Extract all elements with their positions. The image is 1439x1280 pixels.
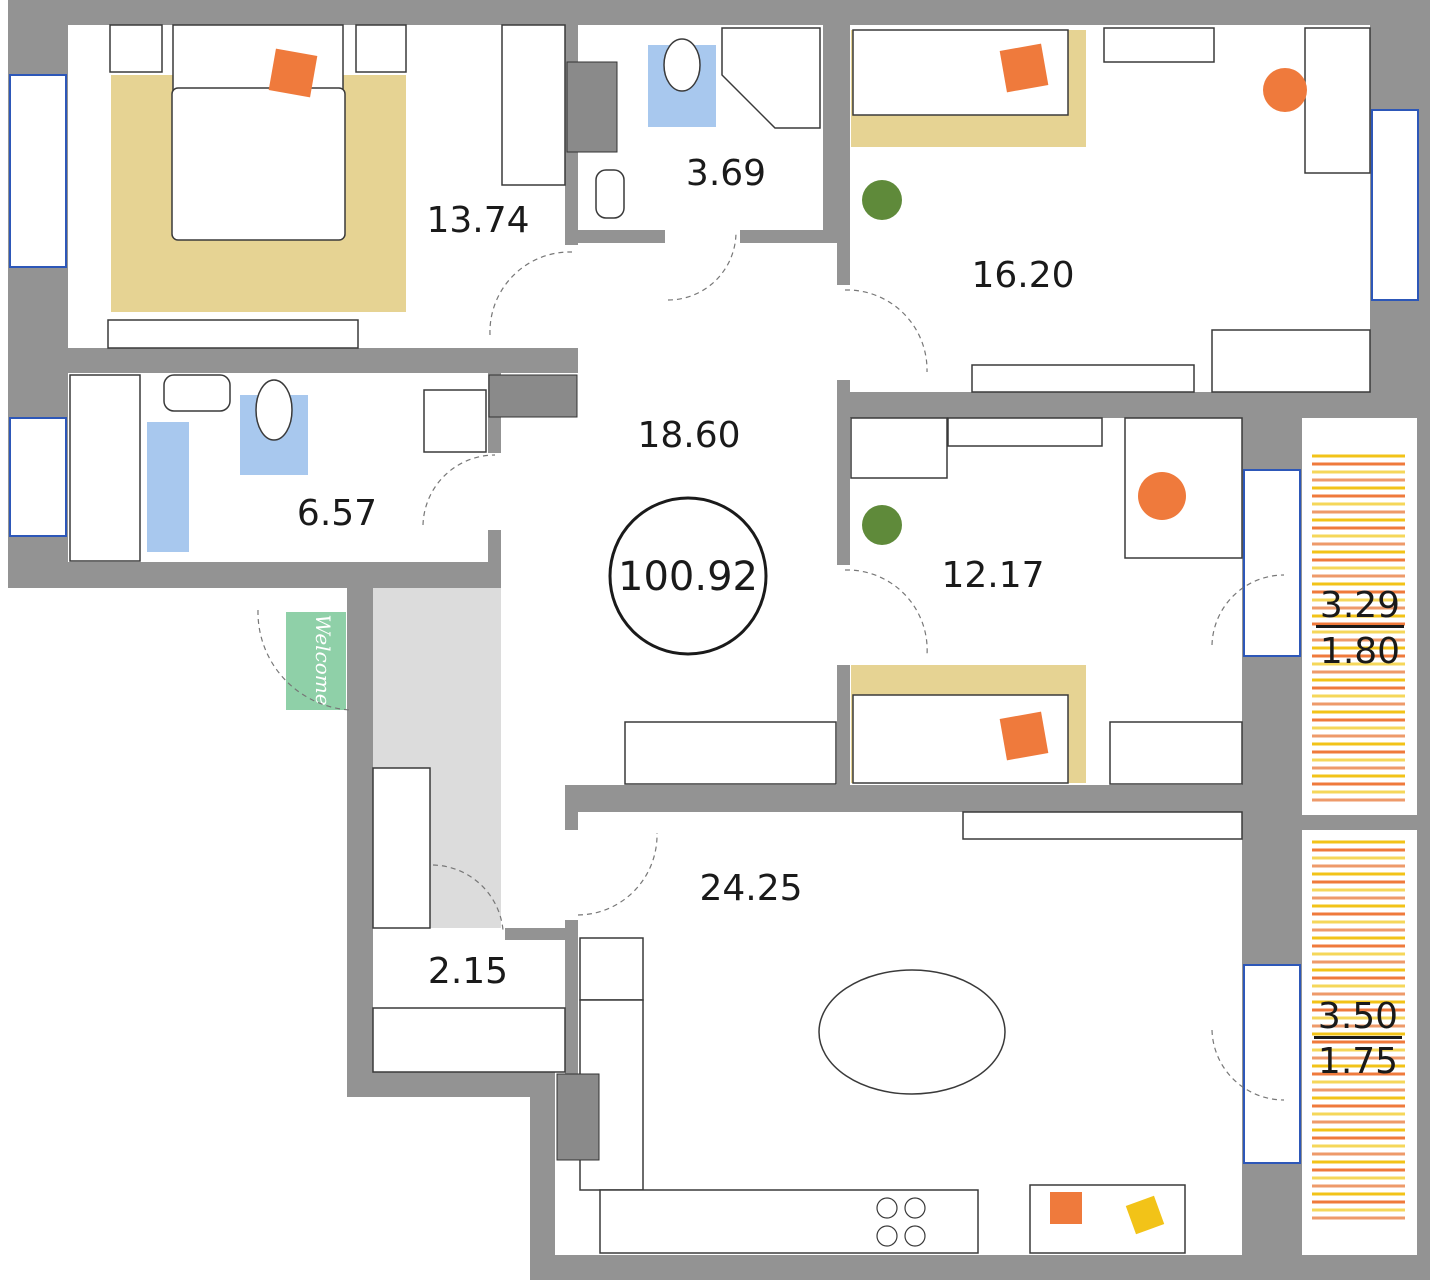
window bbox=[1243, 469, 1301, 657]
sink-icon bbox=[595, 169, 625, 219]
balcony-lower-reduced-area: 1.75 bbox=[1318, 1041, 1398, 1082]
shoe-rack bbox=[372, 767, 431, 929]
pillow-icon bbox=[1050, 1192, 1082, 1224]
window bbox=[9, 417, 67, 537]
area-label-hallway: 18.60 bbox=[637, 415, 740, 456]
balcony-upper-reduced-area: 1.80 bbox=[1320, 631, 1400, 672]
entrance-door-swing[interactable] bbox=[257, 609, 351, 711]
bathtub-icon bbox=[69, 374, 141, 562]
balcony-door-swing[interactable] bbox=[1211, 574, 1285, 646]
pillow-icon bbox=[268, 48, 318, 98]
area-label-living-kitchen: 24.25 bbox=[699, 868, 802, 909]
welcome-mat bbox=[286, 612, 346, 710]
washing-machine bbox=[566, 61, 618, 153]
kitchen-counter bbox=[599, 1189, 979, 1254]
bed bbox=[171, 87, 346, 241]
stove-burner-icon bbox=[876, 1225, 898, 1247]
bath-mat bbox=[147, 422, 189, 552]
chair-icon bbox=[1263, 68, 1307, 112]
area-label-bedroom-main: 13.74 bbox=[426, 200, 529, 241]
pillow-icon bbox=[999, 711, 1049, 761]
wardrobe bbox=[372, 1007, 566, 1073]
wardrobe bbox=[1211, 329, 1371, 393]
toilet-icon bbox=[663, 38, 701, 92]
water-heater bbox=[423, 389, 487, 453]
door-swing[interactable] bbox=[844, 289, 928, 373]
dining-table bbox=[818, 969, 1006, 1095]
tv-stand bbox=[107, 319, 359, 349]
toilet-icon bbox=[255, 379, 293, 441]
window bbox=[1243, 964, 1301, 1164]
nightstand bbox=[109, 24, 163, 73]
wardrobe bbox=[624, 721, 837, 785]
area-label-bathroom-main: 6.57 bbox=[297, 493, 377, 534]
welcome-mat-text: Welcome bbox=[311, 614, 335, 705]
dishwasher bbox=[556, 1073, 600, 1161]
total-area-badge bbox=[608, 496, 768, 656]
door-swing[interactable] bbox=[422, 454, 496, 526]
balcony-door-swing[interactable] bbox=[1211, 1029, 1285, 1101]
door-swing[interactable] bbox=[432, 864, 504, 931]
nightstand bbox=[355, 24, 407, 73]
area-label-bedroom-right: 16.20 bbox=[971, 255, 1074, 296]
door-swing[interactable] bbox=[667, 231, 737, 301]
total-area: 100.92 bbox=[618, 554, 758, 600]
balcony-upper-area: 3.29 bbox=[1320, 585, 1400, 626]
radiator bbox=[850, 417, 948, 479]
wardrobe bbox=[1109, 721, 1243, 785]
pillow-icon bbox=[999, 43, 1049, 93]
sink-icon bbox=[163, 374, 231, 412]
radiator bbox=[1103, 27, 1215, 63]
door-swing[interactable] bbox=[844, 569, 928, 656]
fridge bbox=[579, 937, 644, 1001]
plant-icon bbox=[862, 180, 902, 220]
area-label-closet: 2.15 bbox=[428, 951, 508, 992]
door-swing[interactable] bbox=[489, 251, 573, 336]
tv-stand bbox=[947, 417, 1103, 447]
door-swing[interactable] bbox=[577, 832, 658, 916]
washing-machine bbox=[488, 374, 578, 418]
tv-stand bbox=[971, 364, 1195, 393]
area-label-bathroom-small: 3.69 bbox=[686, 153, 766, 194]
stove-burner-icon bbox=[876, 1197, 898, 1219]
stove-burner-icon bbox=[904, 1197, 926, 1219]
walls bbox=[8, 0, 1430, 1280]
window bbox=[9, 74, 67, 268]
stove-burner-icon bbox=[904, 1225, 926, 1247]
wardrobe bbox=[501, 24, 566, 186]
balcony-lower-area: 3.50 bbox=[1318, 996, 1398, 1037]
fraction-divider bbox=[1314, 1036, 1402, 1039]
fraction-divider bbox=[1316, 625, 1404, 628]
balcony-lower bbox=[1302, 830, 1417, 1228]
tv-stand bbox=[962, 811, 1243, 840]
balcony-upper bbox=[1302, 444, 1417, 815]
area-label-bedroom-middle: 12.17 bbox=[941, 555, 1044, 596]
chair-icon bbox=[1138, 472, 1186, 520]
shower-icon bbox=[721, 27, 821, 129]
pillow-icon bbox=[1125, 1195, 1165, 1235]
desk bbox=[1304, 27, 1371, 174]
plant-icon bbox=[862, 505, 902, 545]
window bbox=[1371, 109, 1419, 301]
headboard bbox=[172, 24, 344, 96]
